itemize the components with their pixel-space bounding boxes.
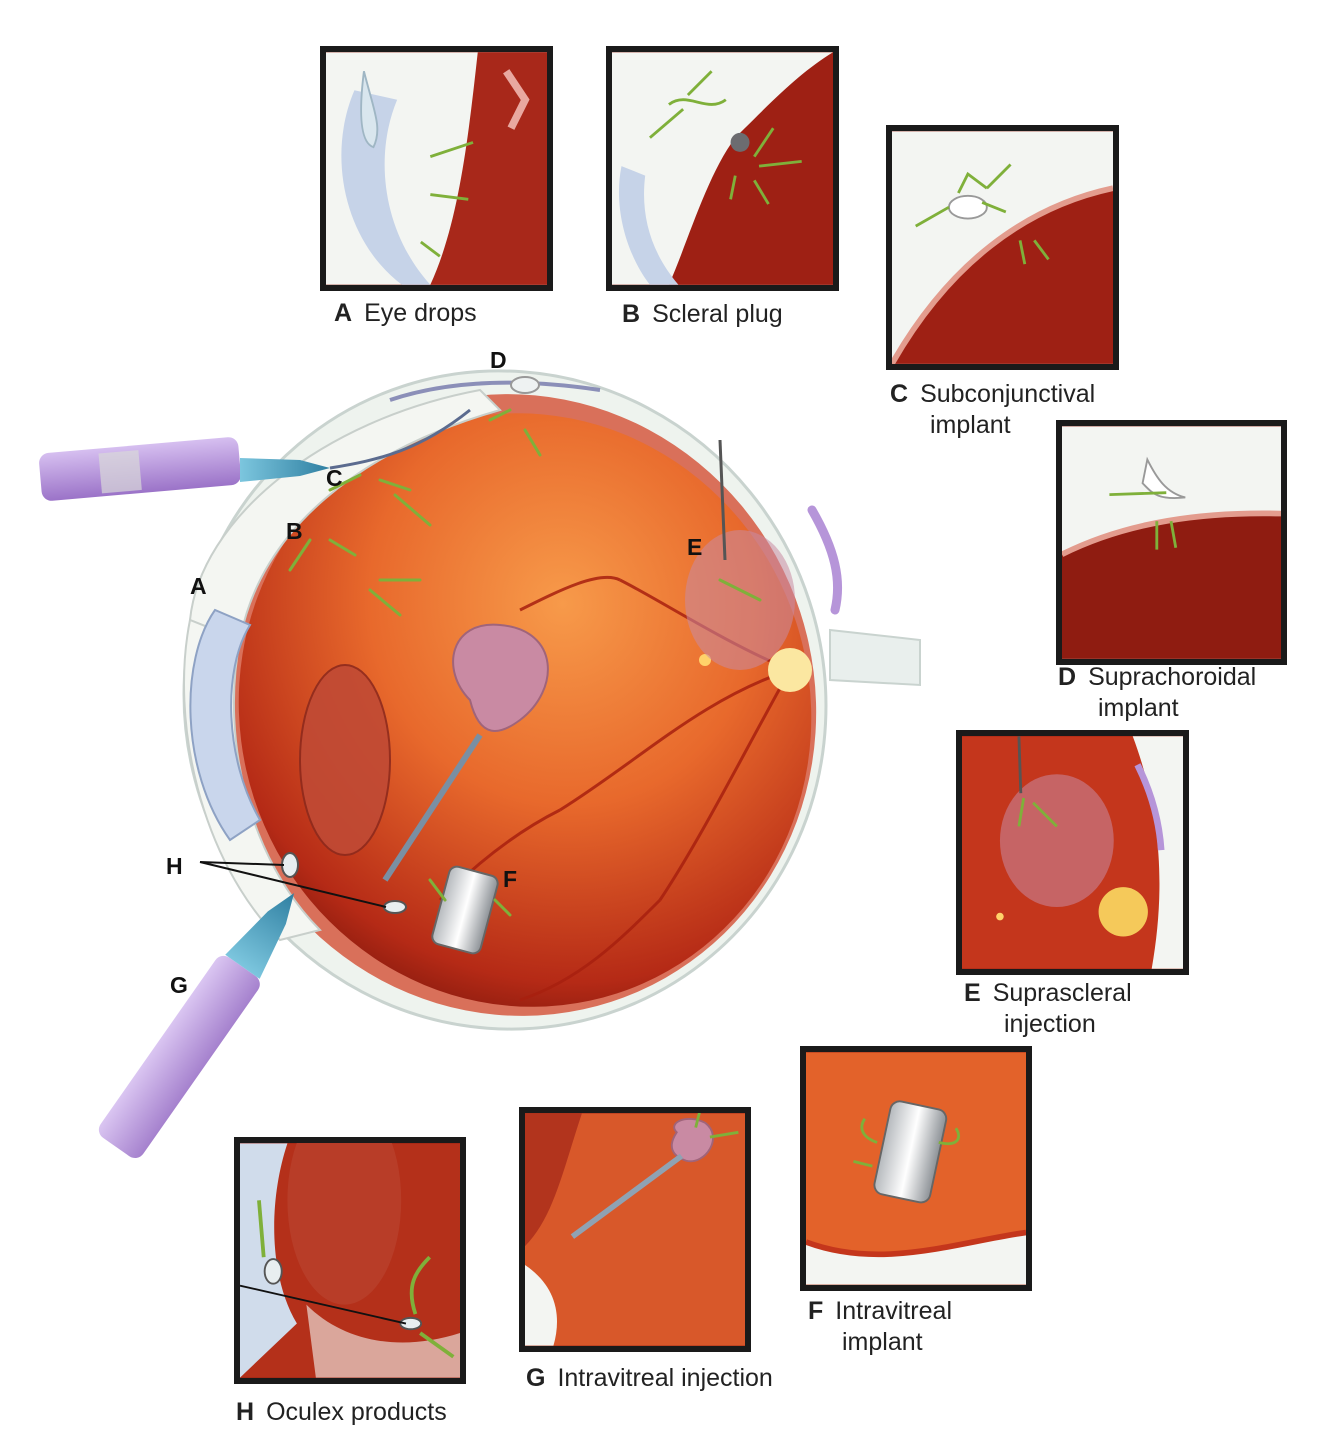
panel-oculex-products xyxy=(234,1137,466,1384)
optic-disc xyxy=(768,648,812,692)
panel-subconjunctival-implant xyxy=(886,125,1119,370)
main-label-a: A xyxy=(190,573,207,600)
main-label-b: B xyxy=(286,518,303,545)
syringe-bottom xyxy=(95,878,315,1162)
suprascleral-injection-inset xyxy=(962,736,1183,969)
subconjunctival-implant-inset xyxy=(892,131,1113,364)
panel-scleral-plug xyxy=(606,46,839,291)
panel-suprascleral-injection xyxy=(956,730,1189,975)
main-label-d: D xyxy=(490,347,507,374)
panel-intravitreal-injection xyxy=(519,1107,751,1352)
main-label-h: H xyxy=(166,853,183,880)
oculex-products-inset xyxy=(240,1143,460,1378)
main-label-c: C xyxy=(326,465,343,492)
lens xyxy=(300,665,390,855)
main-label-g: G xyxy=(170,972,188,999)
eye-drops-inset xyxy=(326,52,547,285)
suprachoroidal-implant-inset xyxy=(1062,426,1281,659)
main-label-e: E xyxy=(687,534,702,561)
intravitreal-injection-inset xyxy=(525,1113,745,1346)
scleral-plug-inset xyxy=(612,52,833,285)
panel-eye-drops xyxy=(320,46,553,291)
panel-suprachoroidal-implant xyxy=(1056,420,1287,665)
main-label-f: F xyxy=(503,866,517,893)
intravitreal-implant-inset xyxy=(806,1052,1026,1285)
panel-intravitreal-implant xyxy=(800,1046,1032,1291)
